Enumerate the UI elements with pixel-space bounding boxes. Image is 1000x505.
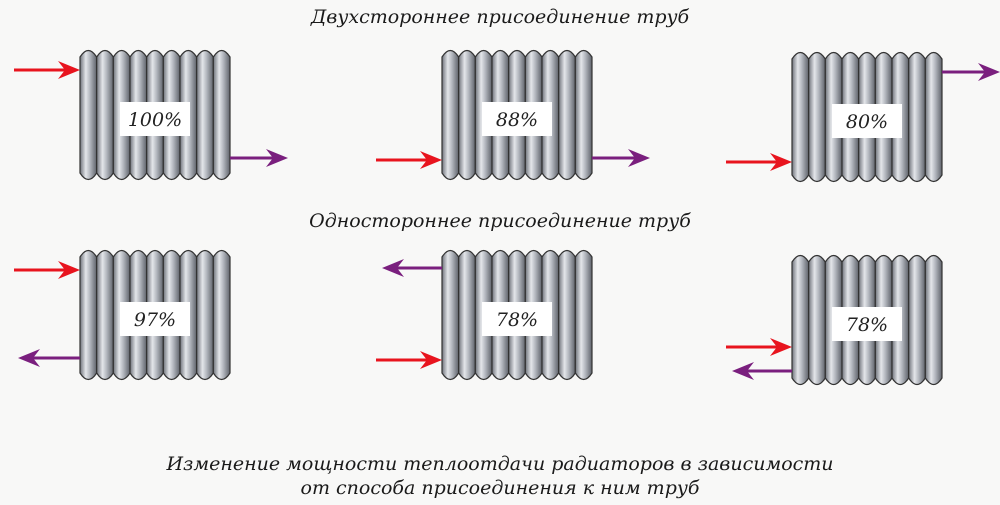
- efficiency-percent: 100%: [128, 109, 182, 131]
- radiator-section: [196, 249, 214, 381]
- radiator-6: 78%: [726, 254, 943, 386]
- radiator-2: 88%: [376, 49, 650, 181]
- percent-label-box: [120, 302, 190, 336]
- return-arrow: [732, 362, 792, 380]
- efficiency-percent: 88%: [496, 109, 538, 131]
- radiator-section: [441, 249, 460, 381]
- radiator-5: 78%: [376, 249, 593, 381]
- caption-line-1: Изменение мощности теплоотдачи радиаторо…: [166, 453, 834, 475]
- percent-label-box: [832, 307, 902, 341]
- radiator-section: [908, 51, 926, 183]
- radiator-section: [441, 49, 460, 181]
- radiator-section: [558, 49, 576, 181]
- return-arrow: [942, 63, 1000, 81]
- radiator-1: 100%: [14, 49, 288, 181]
- radiator-section: [96, 249, 114, 381]
- supply-arrow: [14, 61, 80, 79]
- percent-label-box: [120, 102, 190, 136]
- radiator-section: [458, 249, 476, 381]
- return-arrow: [592, 149, 650, 167]
- radiator-section: [791, 51, 810, 183]
- percent-label-box: [482, 102, 552, 136]
- radiator-section: [574, 249, 593, 381]
- percent-label-box: [482, 302, 552, 336]
- radiator-section: [458, 49, 476, 181]
- radiator-section: [196, 49, 214, 181]
- radiator-section: [96, 49, 114, 181]
- efficiency-percent: 80%: [846, 111, 888, 133]
- supply-arrow: [376, 351, 442, 369]
- radiator-section: [808, 51, 826, 183]
- radiator-section: [79, 49, 98, 181]
- supply-arrow: [14, 261, 80, 279]
- radiator-3: 80%: [726, 51, 1000, 183]
- caption-line-2: от способа присоединения к ним труб: [300, 477, 700, 499]
- radiator-section: [791, 254, 810, 386]
- radiator-section: [79, 249, 98, 381]
- return-arrow: [18, 349, 80, 367]
- percent-label-box: [832, 104, 902, 138]
- return-arrow: [382, 259, 442, 277]
- supply-arrow: [726, 338, 792, 356]
- radiator-4: 97%: [14, 249, 231, 381]
- radiator-section: [908, 254, 926, 386]
- supply-arrow: [376, 151, 442, 169]
- return-arrow: [230, 149, 288, 167]
- efficiency-percent: 97%: [134, 309, 176, 331]
- title-two-sided: Двухстороннее присоединение труб: [310, 6, 690, 28]
- radiator-section: [212, 249, 231, 381]
- radiator-section: [924, 51, 943, 183]
- radiator-section: [574, 49, 593, 181]
- radiator-section: [808, 254, 826, 386]
- radiator-section: [924, 254, 943, 386]
- radiator-section: [212, 49, 231, 181]
- supply-arrow: [726, 153, 792, 171]
- efficiency-percent: 78%: [846, 314, 888, 336]
- title-one-sided: Одностороннее присоединение труб: [309, 210, 691, 232]
- efficiency-percent: 78%: [496, 309, 538, 331]
- radiator-section: [558, 249, 576, 381]
